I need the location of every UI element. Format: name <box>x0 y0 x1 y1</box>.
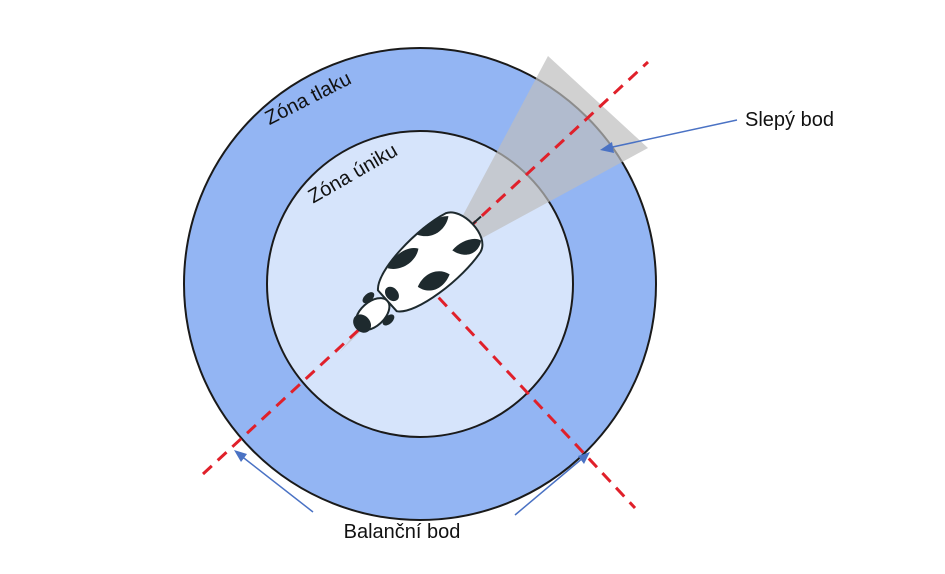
cow-top-view-icon <box>353 211 484 333</box>
balance-point-label: Balanční bod <box>344 521 461 543</box>
blind-spot-arrowhead <box>600 142 614 153</box>
balance-point-arrow-left <box>239 454 314 513</box>
shoulder-dashed-line <box>423 281 637 510</box>
balance-point-arrow-right <box>514 456 585 516</box>
balance-point-arrowhead-right <box>578 452 590 464</box>
blind-spot-label: Slepý bod <box>745 109 834 131</box>
blind-spot-arrow <box>607 119 738 149</box>
balance-point-arrowhead-left <box>234 450 247 462</box>
